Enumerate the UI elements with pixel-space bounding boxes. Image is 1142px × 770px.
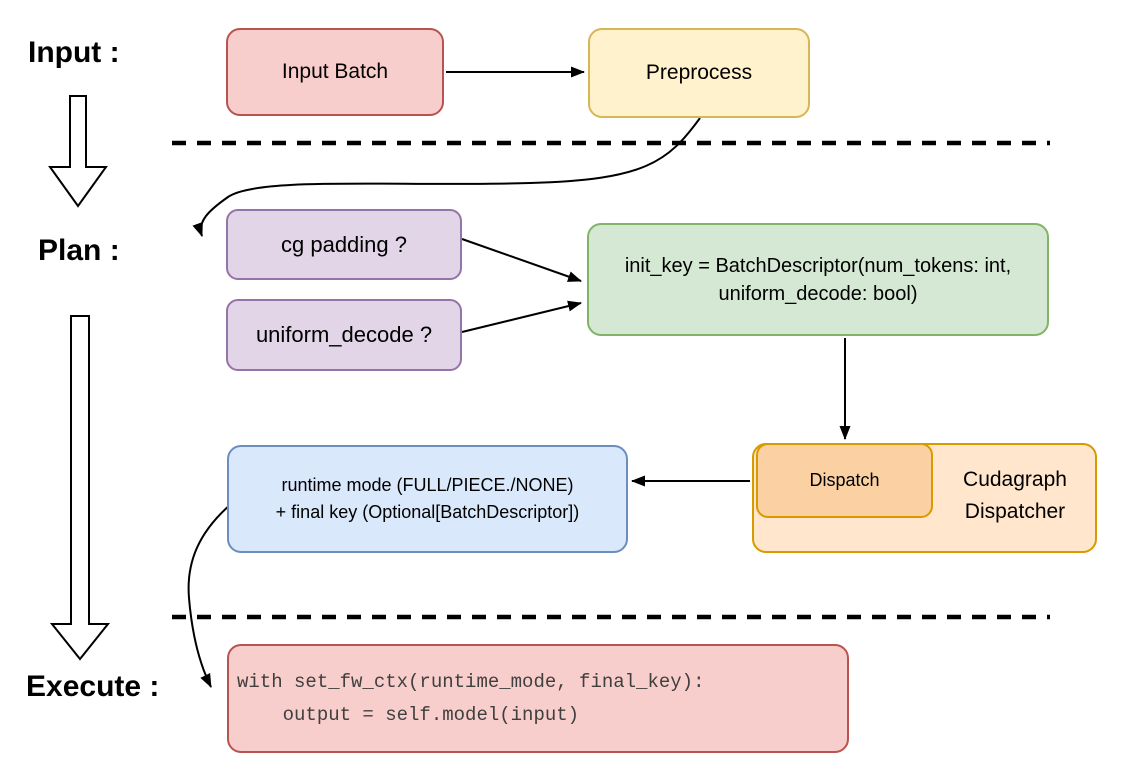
node-dispatch: Dispatch [756, 443, 933, 518]
cudagraph-label-line2: Dispatcher [964, 500, 1066, 523]
node-runtime-mode-line1: runtime mode (FULL/PIECE./NONE) [281, 475, 574, 495]
node-uniform-decode-label: uniform_decode ? [255, 322, 433, 347]
edge-uniformdecode-initkey [461, 300, 582, 333]
node-runtime-mode-line2: + final key (Optional[BatchDescriptor]) [275, 502, 580, 522]
edge-runtimemode-executecode [187, 503, 232, 688]
node-cg-padding: cg padding ? [226, 209, 462, 280]
node-init-key: init_key = BatchDescriptor(num_tokens: i… [587, 223, 1049, 336]
phase-label-plan: Plan : [38, 234, 120, 267]
node-input-batch: Input Batch [226, 28, 444, 116]
node-dispatch-label: Dispatch [809, 470, 880, 490]
node-preprocess-label: Preprocess [645, 61, 753, 84]
node-init-key-line2: uniform_decode: bool) [718, 282, 918, 305]
phase-label-execute: Execute : [26, 670, 160, 703]
edge-cgpadding-initkey [461, 238, 582, 282]
node-uniform-decode: uniform_decode ? [226, 299, 462, 371]
execute-code-line2: output = self.model(input) [237, 703, 580, 726]
node-execute-code: with set_fw_ctx(runtime_mode, final_key)… [227, 644, 849, 753]
cudagraph-label-line1: Cudagraph [963, 468, 1067, 491]
node-init-key-line1: init_key = BatchDescriptor(num_tokens: i… [624, 254, 1012, 277]
node-input-batch-label: Input Batch [281, 60, 389, 83]
node-runtime-mode: runtime mode (FULL/PIECE./NONE) + final … [227, 445, 628, 553]
execute-code-line1: with set_fw_ctx(runtime_mode, final_key)… [237, 670, 705, 693]
plan-phase-arrow-icon [49, 315, 111, 661]
phase-label-input: Input : [28, 36, 120, 69]
node-preprocess: Preprocess [588, 28, 810, 118]
node-cudagraph-dispatcher-label: Cudagraph Dispatcher [935, 464, 1095, 528]
input-phase-arrow-icon [48, 95, 108, 208]
node-cg-padding-label: cg padding ? [281, 231, 407, 257]
